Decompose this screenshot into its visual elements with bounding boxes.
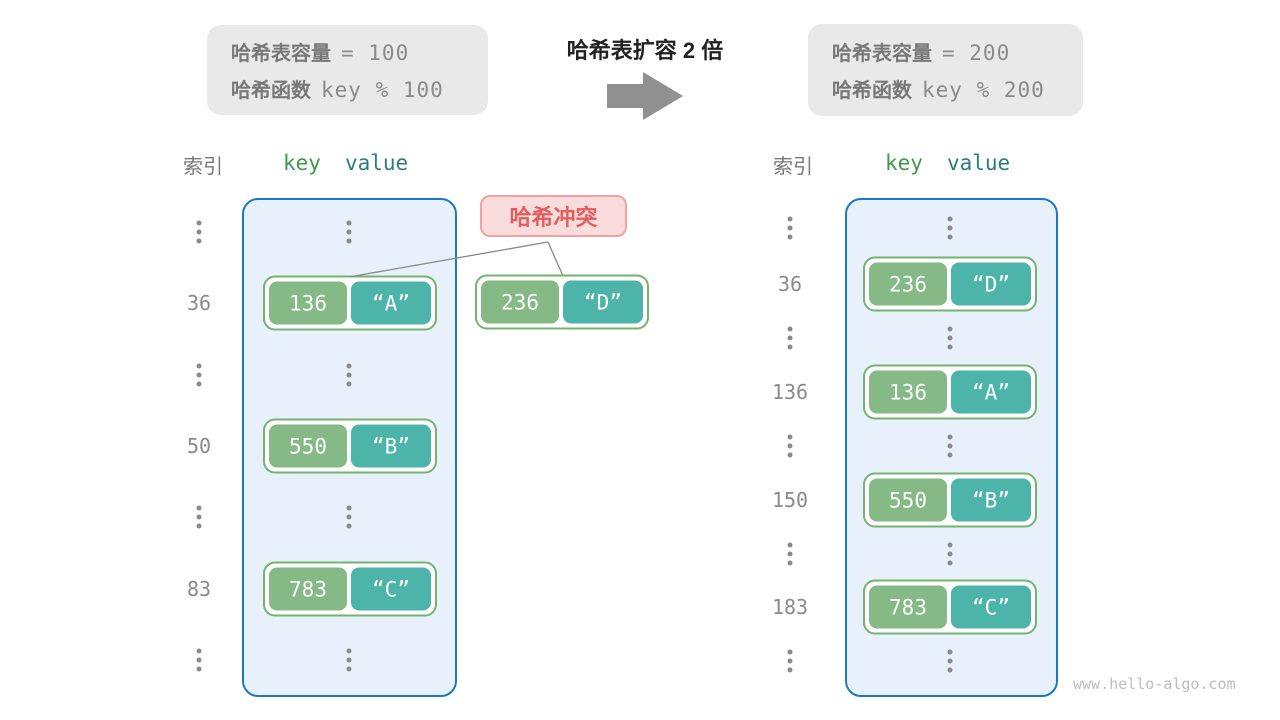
ellipsis-dots: [196, 505, 202, 529]
collision-badge: 哈希冲突: [480, 195, 627, 237]
value-cell: “B”: [351, 424, 431, 468]
ellipsis-dots: [196, 220, 202, 244]
ellipsis-dots: [346, 505, 352, 529]
key-cell: 136: [269, 281, 347, 325]
ellipsis-dots: [787, 326, 793, 350]
left-index-header: 索引: [183, 156, 223, 178]
left-kv-header: key value: [283, 151, 408, 175]
ellipsis-dots: [947, 542, 953, 566]
index-label: 83: [186, 577, 212, 601]
capacity-value: = 100: [341, 41, 410, 65]
right-index-header: 索引: [773, 156, 813, 178]
kv-pair: 783 “C”: [263, 561, 437, 617]
capacity-label: 哈希表容量: [832, 43, 932, 65]
value-cell: “B”: [951, 478, 1031, 522]
ellipsis-dots: [787, 649, 793, 673]
expand-title: 哈希表扩容 2 倍: [566, 38, 724, 63]
ellipsis-dots: [787, 216, 793, 240]
ellipsis-dots: [947, 216, 953, 240]
hash-function-label: 哈希函数: [832, 80, 912, 102]
ellipsis-dots: [947, 326, 953, 350]
index-label: 36: [186, 291, 212, 315]
ellipsis-dots: [346, 220, 352, 244]
capacity-box-before: 哈希表容量 = 100 哈希函数 key % 100: [207, 25, 488, 115]
ellipsis-dots: [787, 542, 793, 566]
capacity-box-after: 哈希表容量 = 200 哈希函数 key % 200: [808, 24, 1083, 116]
ellipsis-dots: [787, 434, 793, 458]
key-cell: 783: [869, 585, 947, 629]
index-label: 136: [771, 380, 809, 404]
ellipsis-dots: [196, 363, 202, 387]
key-cell: 550: [269, 424, 347, 468]
key-cell: 550: [869, 478, 947, 522]
index-label: 36: [777, 272, 803, 296]
kv-pair: 136 “A”: [263, 275, 437, 331]
kv-pair: 136 “A”: [863, 364, 1037, 420]
hash-function-line: 哈希函数 key % 100: [231, 74, 488, 103]
index-label: 50: [186, 434, 212, 458]
kv-pair-colliding: 236 “D”: [475, 274, 649, 330]
value-cell: “D”: [951, 262, 1031, 306]
hash-function-label: 哈希函数: [231, 80, 311, 102]
key-cell: 236: [869, 262, 947, 306]
capacity-value: = 200: [942, 41, 1011, 65]
right-arrow-icon: [607, 72, 683, 125]
kv-pair: 783 “C”: [863, 579, 1037, 635]
value-cell: “D”: [563, 280, 643, 324]
value-cell: “A”: [951, 370, 1031, 414]
ellipsis-dots: [947, 649, 953, 673]
value-cell: “C”: [351, 567, 431, 611]
kv-pair: 236 “D”: [863, 256, 1037, 312]
hash-function-line: 哈希函数 key % 200: [832, 74, 1083, 103]
ellipsis-dots: [947, 434, 953, 458]
value-header: value: [946, 151, 1011, 175]
right-kv-header: key value: [885, 151, 1010, 175]
value-header: value: [344, 151, 409, 175]
kv-pair: 550 “B”: [263, 418, 437, 474]
key-cell: 783: [269, 567, 347, 611]
ellipsis-dots: [346, 648, 352, 672]
key-cell: 236: [481, 280, 559, 324]
key-header: key: [885, 151, 923, 175]
key-header: key: [283, 151, 321, 175]
hash-function-value: key % 200: [922, 78, 1045, 102]
watermark: www.hello-algo.com: [1073, 675, 1236, 693]
hash-function-value: key % 100: [321, 78, 444, 102]
value-cell: “C”: [951, 585, 1031, 629]
value-cell: “A”: [351, 281, 431, 325]
index-label: 150: [771, 488, 809, 512]
capacity-line: 哈希表容量 = 200: [832, 37, 1083, 66]
index-label: 183: [771, 595, 809, 619]
kv-pair: 550 “B”: [863, 472, 1037, 528]
key-cell: 136: [869, 370, 947, 414]
capacity-label: 哈希表容量: [231, 43, 331, 65]
ellipsis-dots: [196, 648, 202, 672]
ellipsis-dots: [346, 363, 352, 387]
capacity-line: 哈希表容量 = 100: [231, 37, 488, 66]
